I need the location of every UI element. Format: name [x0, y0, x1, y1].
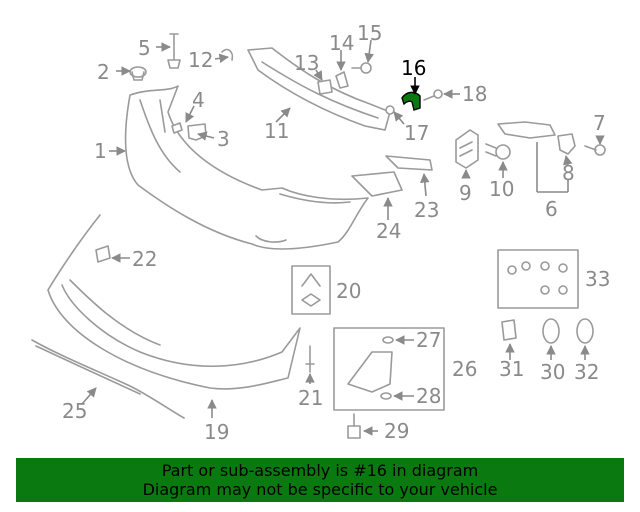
- callout-27: 27: [416, 328, 441, 352]
- banner-line-1: Part or sub-assembly is #16 in diagram: [161, 461, 479, 480]
- part-33-screw-kit: [497, 249, 579, 309]
- callout-3: 3: [217, 127, 230, 151]
- part-6-bracket: [497, 121, 556, 139]
- part-27-nut: [382, 336, 394, 344]
- part-12-clip: [221, 48, 234, 61]
- banner-line-2: Diagram may not be specific to your vehi…: [142, 480, 498, 499]
- callout-17: 17: [404, 121, 429, 145]
- callout-labels: 1 2 3 4 5 6 7 8 9 10 11 12 13 14 15 16 1…: [62, 21, 610, 444]
- info-banner: Part or sub-assembly is #16 in diagram D…: [16, 458, 624, 502]
- part-13-bracket: [317, 79, 333, 95]
- part-19-lower-bumper: [47, 214, 301, 390]
- callout-31: 31: [499, 357, 524, 381]
- callout-10: 10: [489, 177, 514, 201]
- callout-9: 9: [459, 181, 472, 205]
- callout-29: 29: [384, 419, 409, 443]
- callout-6: 6: [545, 197, 558, 221]
- callout-11: 11: [264, 119, 289, 143]
- part-21-stud: [305, 345, 315, 373]
- part-10-bolt: [485, 143, 511, 160]
- part-17-screw: [385, 105, 395, 115]
- part-23-bracket: [385, 155, 433, 171]
- callout-18: 18: [462, 82, 487, 106]
- callout-8: 8: [562, 161, 575, 185]
- part-29-bolt: [347, 413, 361, 439]
- part-32-grommet: [576, 318, 594, 344]
- part-18-bolt: [423, 89, 443, 101]
- callout-24: 24: [376, 219, 401, 243]
- callout-30: 30: [540, 360, 565, 384]
- part-7-bolt: [584, 144, 606, 156]
- part-25-trim: [31, 339, 185, 419]
- part-2-push-clip: [129, 66, 147, 81]
- part-14-clip: [335, 71, 349, 89]
- callout-25: 25: [62, 399, 87, 423]
- part-4-clip: [171, 122, 183, 134]
- callout-32: 32: [574, 360, 599, 384]
- parts-diagram: 1 2 3 4 5 6 7 8 9 10 11 12 13 14 15 16 1…: [31, 21, 610, 444]
- part-16-bracket: [401, 91, 421, 111]
- callout-14: 14: [329, 31, 354, 55]
- part-5-bolt: [167, 33, 181, 69]
- callout-5: 5: [138, 36, 151, 60]
- callout-15: 15: [357, 21, 382, 45]
- part-3-bracket: [187, 123, 207, 141]
- callout-26: 26: [452, 357, 477, 381]
- callout-19: 19: [204, 420, 229, 444]
- callout-16: 16: [401, 56, 426, 80]
- callout-23: 23: [414, 198, 439, 222]
- part-28-nut: [380, 392, 392, 400]
- leader-lines: [81, 39, 605, 436]
- callout-22: 22: [132, 247, 157, 271]
- part-9-plate: [455, 129, 479, 169]
- callout-12: 12: [188, 48, 213, 72]
- part-22-pad: [95, 245, 111, 263]
- part-20-retainer: [291, 265, 331, 315]
- part-31-pad: [501, 319, 517, 341]
- part-15-bolt: [351, 62, 372, 74]
- callout-2: 2: [97, 60, 110, 84]
- callout-20: 20: [336, 279, 361, 303]
- callout-21: 21: [298, 386, 323, 410]
- part-8-clip: [557, 133, 576, 155]
- callout-33: 33: [585, 267, 610, 291]
- callout-13: 13: [294, 51, 319, 75]
- callout-4: 4: [192, 88, 205, 112]
- part-30-grommet: [542, 318, 560, 344]
- callout-28: 28: [416, 384, 441, 408]
- callout-1: 1: [94, 139, 107, 163]
- part-24-bracket: [351, 171, 403, 197]
- callout-7: 7: [593, 111, 606, 135]
- part-1-bumper-cover: [124, 85, 369, 250]
